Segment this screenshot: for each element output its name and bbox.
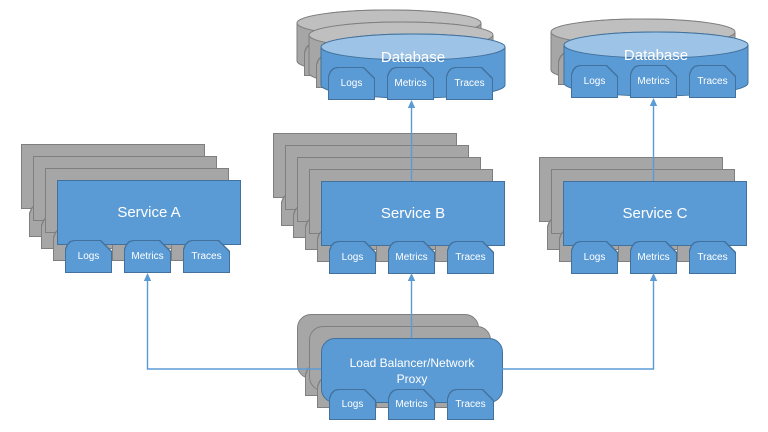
load-balancer-traces-tab: Traces <box>447 389 494 420</box>
database-right-node: Database Logs Metrics Traces <box>550 18 749 98</box>
arrowhead-icon <box>649 273 658 281</box>
service-b-node: Service B Logs Metrics Traces <box>273 133 505 246</box>
service-c-traces-tab: Traces <box>689 241 736 274</box>
service-a-node: Service A Logs Metrics Traces <box>21 144 241 245</box>
service-a-box <box>57 180 241 245</box>
database-right-metrics-tab: Metrics <box>630 65 677 98</box>
service-a-logs-tab: Logs <box>65 240 112 273</box>
arrowhead-icon <box>407 100 416 108</box>
database-left-metrics-tab: Metrics <box>387 67 434 100</box>
arrowhead-icon <box>143 273 152 281</box>
service-c-box <box>563 181 747 246</box>
database-left-node: Database Logs Metrics Traces <box>296 9 506 100</box>
arrowhead-icon <box>649 98 658 106</box>
service-a-traces-tab: Traces <box>183 240 230 273</box>
service-b-metrics-tab: Metrics <box>388 241 435 274</box>
load-balancer-metrics-tab: Metrics <box>388 389 435 420</box>
database-left-logs-tab: Logs <box>328 67 375 100</box>
connector-loadbalancer-to-service-a <box>146 280 321 370</box>
database-right-traces-tab: Traces <box>689 65 736 98</box>
load-balancer-logs-tab: Logs <box>329 389 376 420</box>
service-a-metrics-tab: Metrics <box>124 240 171 273</box>
service-c-node: Service C Logs Metrics Traces <box>539 157 747 246</box>
service-b-box <box>321 181 505 246</box>
database-left-traces-tab: Traces <box>446 67 493 100</box>
service-b-traces-tab: Traces <box>447 241 494 274</box>
arrowhead-icon <box>407 273 416 281</box>
connector-loadbalancer-to-service-c <box>502 280 655 370</box>
service-c-metrics-tab: Metrics <box>630 241 677 274</box>
service-c-logs-tab: Logs <box>571 241 618 274</box>
database-right-logs-tab: Logs <box>571 65 618 98</box>
load-balancer-node: Load Balancer/Network Proxy Logs Metrics… <box>297 314 503 403</box>
service-b-logs-tab: Logs <box>329 241 376 274</box>
